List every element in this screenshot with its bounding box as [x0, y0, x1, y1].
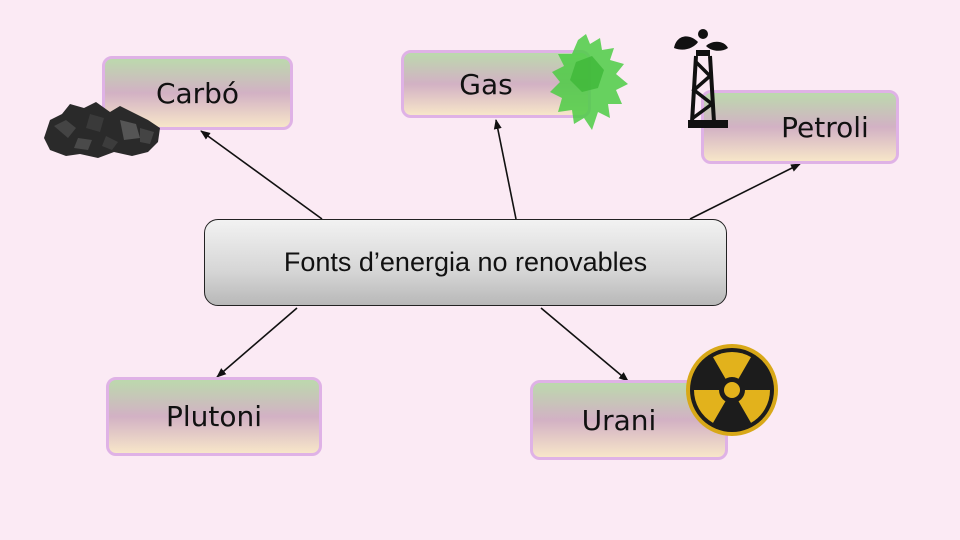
edge-to-plutoni	[216, 307, 298, 378]
edge-to-petroli	[689, 163, 801, 220]
node-gas-label: Gas	[459, 67, 513, 101]
edge-to-carbo	[200, 130, 323, 220]
node-plutoni-label: Plutoni	[165, 400, 263, 433]
node-urani-label: Urani	[581, 403, 657, 437]
oil-derrick-icon	[674, 29, 728, 128]
gas-cloud-icon	[550, 34, 628, 130]
coal-icon	[44, 102, 160, 158]
node-plutoni[interactable]: Plutoni	[106, 377, 322, 456]
node-carbo-label: Carbó	[155, 76, 240, 110]
center-node-label: Fonts d’energia no renovables	[283, 247, 648, 277]
center-node[interactable]: Fonts d’energia no renovables	[204, 219, 727, 306]
node-petroli-label: Petroli	[781, 110, 869, 144]
edge-to-gas	[493, 119, 517, 220]
radiation-icon	[686, 344, 778, 436]
edge-to-urani	[540, 307, 629, 382]
node-petroli[interactable]: Petroli	[701, 90, 899, 164]
